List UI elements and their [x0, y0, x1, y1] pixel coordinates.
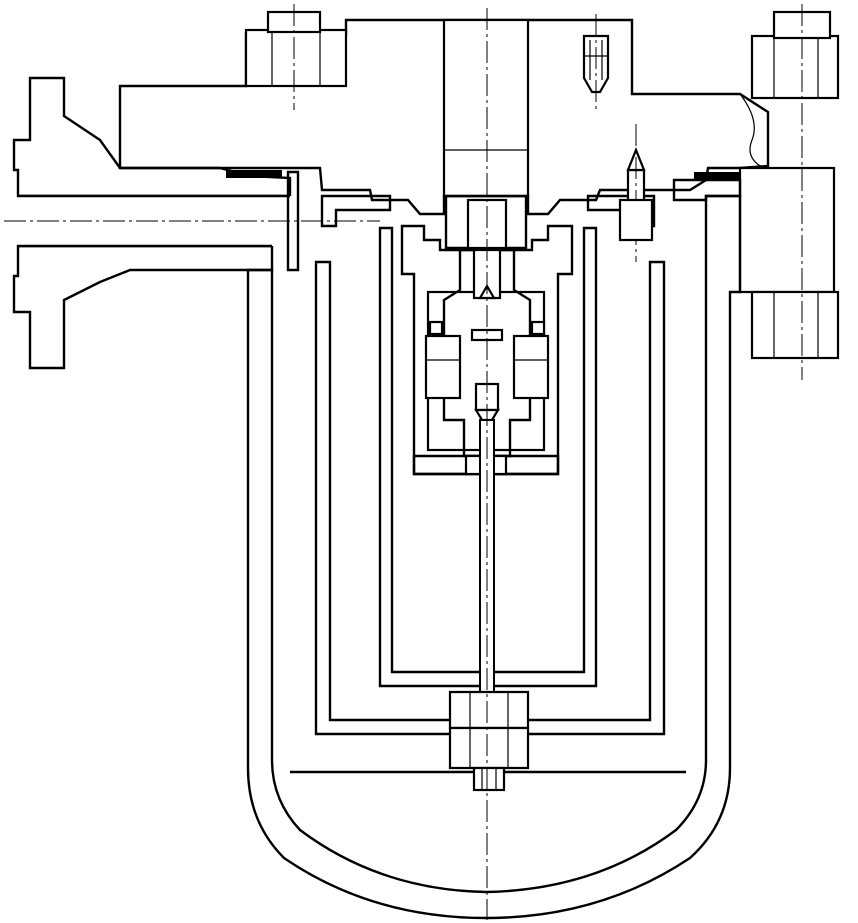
stem-bore: [442, 18, 530, 198]
bolt-left-icon: [244, 4, 348, 110]
gasket-right: [694, 172, 754, 180]
valve-housing: [400, 224, 574, 476]
vessel-shell: [246, 194, 742, 920]
float-cup: [314, 260, 666, 736]
bottom-nut-icon: [448, 690, 530, 792]
gasket-left: [226, 170, 282, 178]
guide-tube: [378, 226, 598, 688]
bolt-right-icon: [738, 4, 840, 380]
inlet-flange: [12, 76, 292, 198]
inlet-flange-lower: [12, 244, 274, 370]
